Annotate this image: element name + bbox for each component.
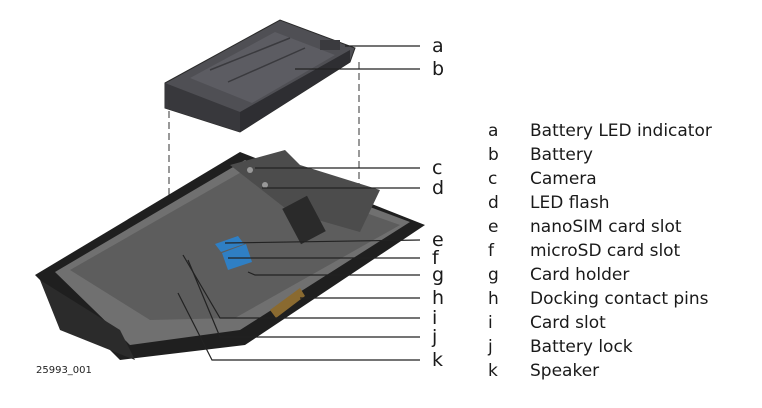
legend-label: Docking contact pins bbox=[530, 289, 709, 309]
callout-h: h bbox=[432, 287, 445, 309]
legend-label: microSD card slot bbox=[530, 241, 681, 261]
legend-row: a Battery LED indicator bbox=[488, 119, 712, 143]
legend-row: i Card slot bbox=[488, 311, 712, 335]
legend-label: Camera bbox=[530, 169, 597, 189]
legend-label: Battery lock bbox=[530, 337, 633, 357]
callout-b: b bbox=[432, 58, 445, 80]
legend-key: b bbox=[488, 145, 499, 165]
callout-c: c bbox=[432, 157, 443, 179]
callout-j: j bbox=[432, 326, 438, 348]
legend-key: i bbox=[488, 313, 493, 333]
legend-row: f microSD card slot bbox=[488, 239, 712, 263]
legend-row: d LED flash bbox=[488, 191, 712, 215]
legend-row: e nanoSIM card slot bbox=[488, 215, 712, 239]
battery-led-indicator bbox=[320, 40, 340, 50]
legend-key: h bbox=[488, 289, 499, 309]
callout-e: e bbox=[432, 229, 444, 251]
callout-g: g bbox=[432, 264, 445, 286]
legend-key: e bbox=[488, 217, 499, 237]
legend-label: Card slot bbox=[530, 313, 606, 333]
legend-row: c Camera bbox=[488, 167, 712, 191]
tablet bbox=[35, 150, 425, 360]
legend-key: k bbox=[488, 361, 498, 381]
camera bbox=[247, 167, 253, 173]
legend-label: Battery LED indicator bbox=[530, 121, 712, 141]
led-flash bbox=[262, 182, 268, 188]
legend-label: LED flash bbox=[530, 193, 610, 213]
nanosim-card bbox=[215, 236, 244, 252]
legend-row: j Battery lock bbox=[488, 335, 712, 359]
docking-pins bbox=[270, 288, 305, 318]
callout-k: k bbox=[432, 349, 444, 371]
legend-row: g Card holder bbox=[488, 263, 712, 287]
callout-f: f bbox=[432, 247, 439, 269]
legend-key: g bbox=[488, 265, 499, 285]
legend-row: b Battery bbox=[488, 143, 712, 167]
battery bbox=[164, 19, 356, 133]
legend-label: Battery bbox=[530, 145, 593, 165]
legend-row: k Speaker bbox=[488, 359, 712, 383]
legend-key: c bbox=[488, 169, 498, 189]
microsd-card bbox=[222, 244, 252, 270]
legend-key: a bbox=[488, 121, 499, 141]
callout-a: a bbox=[432, 35, 444, 57]
legend-label: Speaker bbox=[530, 361, 600, 381]
legend-key: f bbox=[488, 241, 494, 261]
legend-label: nanoSIM card slot bbox=[530, 217, 682, 237]
figure-id: 25993_001 bbox=[36, 365, 92, 376]
legend-key: j bbox=[488, 337, 493, 357]
alignment-lines bbox=[168, 62, 360, 255]
callout-i: i bbox=[432, 307, 438, 329]
callout-d: d bbox=[432, 177, 445, 199]
legend-label: Card holder bbox=[530, 265, 630, 285]
legend-row: h Docking contact pins bbox=[488, 287, 712, 311]
leader-lines bbox=[177, 45, 421, 361]
legend-key: d bbox=[488, 193, 499, 213]
